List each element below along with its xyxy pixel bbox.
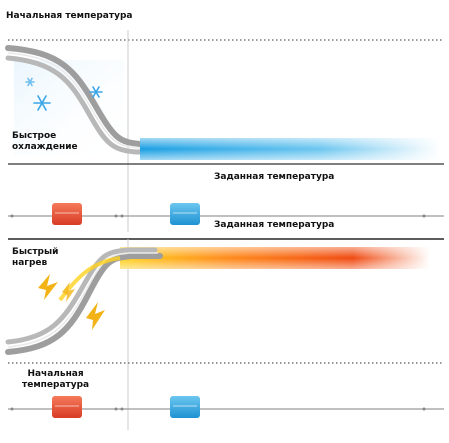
blue-unit-icon (170, 203, 200, 225)
cooling-ribbon-inner (5, 55, 168, 155)
red-unit-icon (52, 203, 82, 225)
heating-panel (5, 239, 444, 430)
heat-glow (58, 256, 121, 302)
timeline-row-1 (8, 203, 444, 225)
blue-unit-icon (170, 396, 200, 418)
red-unit-icon (52, 396, 82, 418)
set-temperature-label-1: Заданная температура (214, 172, 335, 182)
heating-ribbon-highlight (7, 252, 158, 348)
timeline-row-2 (8, 396, 444, 418)
cooling-ribbon-highlight (7, 52, 168, 149)
cooling-ribbon-outer (5, 45, 173, 147)
fast-cooling-label: Быстрое охлаждение (12, 131, 78, 152)
flame-icon (38, 274, 105, 330)
set-temperature-label-2: Заданная температура (214, 220, 335, 230)
snowflake-icon (25, 77, 103, 111)
bottom-initial-temperature-label: Начальная температура (22, 369, 90, 390)
heating-ribbon-inner (5, 247, 158, 345)
initial-temperature-label: Начальная температура (6, 11, 133, 21)
cooling-panel (5, 30, 444, 232)
fast-heating-label: Быстрый нагрев (12, 247, 59, 268)
heat-band-shine (120, 247, 430, 269)
cool-band-shine (140, 138, 440, 160)
